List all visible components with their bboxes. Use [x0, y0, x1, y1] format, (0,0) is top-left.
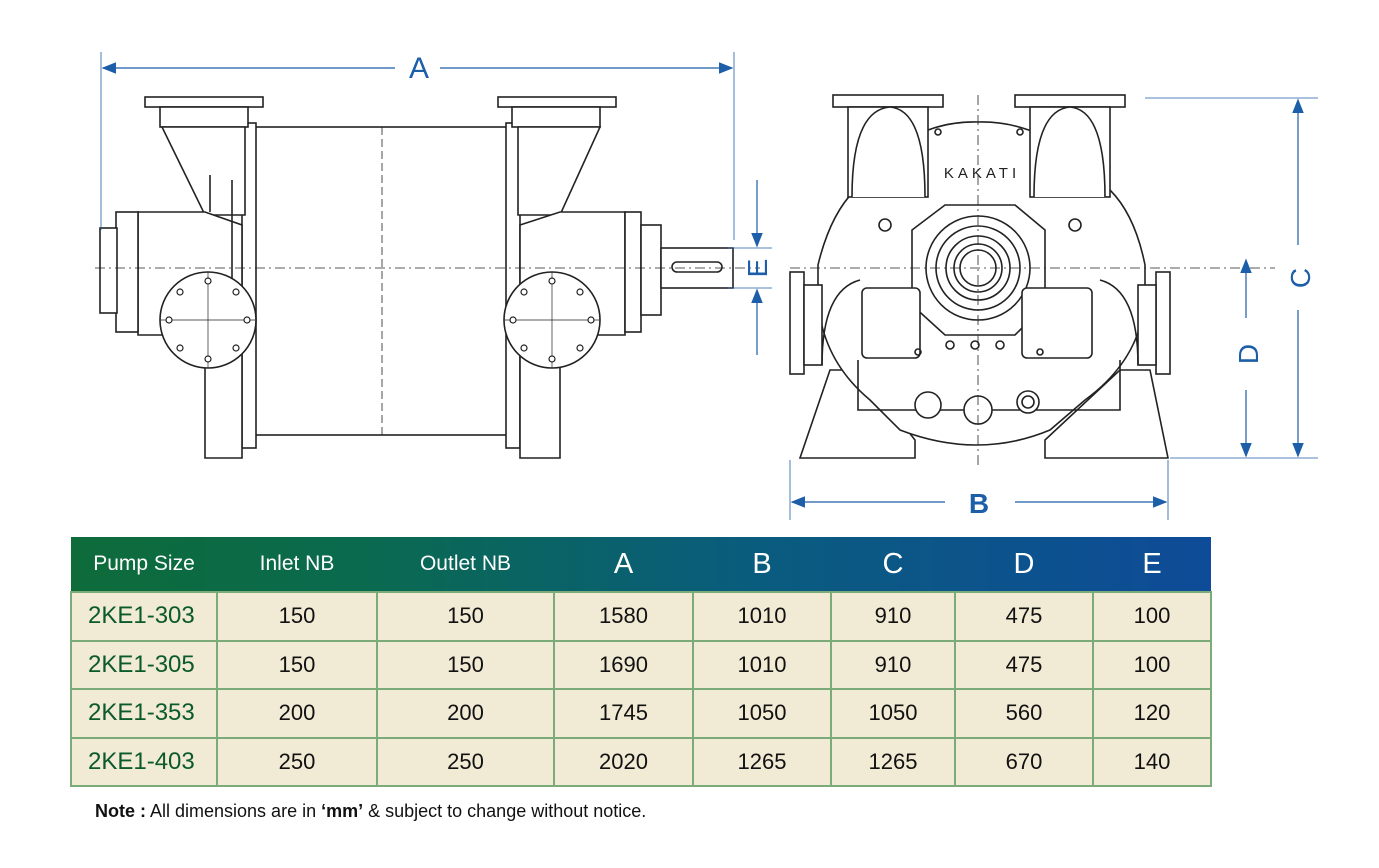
cell-a: 1580 [553, 591, 694, 642]
dimension-b: B [789, 460, 1169, 520]
cell-e: 100 [1092, 639, 1212, 690]
table-row: 2KE1-305 150 150 1690 1010 910 475 100 [70, 639, 1212, 690]
header-outlet-nb: Outlet NB [419, 552, 512, 575]
table-row: 2KE1-403 250 250 2020 1265 1265 670 140 [70, 736, 1212, 787]
dimension-label-a: A [409, 52, 429, 85]
cell-c: 1050 [830, 688, 956, 739]
cell-a: 2020 [553, 736, 694, 787]
cell-inlet-nb: 150 [216, 639, 378, 690]
cell-b: 1265 [692, 736, 832, 787]
cell-inlet-nb: 200 [216, 688, 378, 739]
note-text-before: All dimensions are in [146, 801, 322, 821]
cell-e: 120 [1092, 688, 1212, 739]
cell-c: 910 [830, 639, 956, 690]
pump-dimension-drawing: A E [95, 52, 1318, 520]
cell-e: 100 [1092, 591, 1212, 642]
dimension-label-d: D [1233, 344, 1264, 364]
cell-c: 910 [830, 591, 956, 642]
cell-e: 140 [1092, 736, 1212, 787]
cell-outlet-nb: 150 [376, 639, 555, 690]
note-unit: ‘mm’ [321, 801, 364, 821]
cell-d: 475 [954, 639, 1094, 690]
cell-pump-size: 2KE1-353 [70, 688, 218, 739]
cell-inlet-nb: 250 [216, 736, 378, 787]
dimension-c: C [1145, 97, 1318, 459]
cell-pump-size: 2KE1-403 [70, 736, 218, 787]
bolt-holes [165, 277, 595, 363]
cell-a: 1745 [553, 688, 694, 739]
header-c: C [882, 547, 904, 580]
header-a: A [613, 547, 634, 580]
table-row: 2KE1-353 200 200 1745 1050 1050 560 120 [70, 688, 1212, 739]
dimension-e: E [728, 180, 773, 355]
header-pump-size: Pump Size [93, 552, 195, 575]
cell-b: 1050 [692, 688, 832, 739]
note-label: Note : [95, 801, 146, 821]
header-d: D [1013, 547, 1035, 580]
dimension-label-c: C [1285, 268, 1316, 288]
header-b: B [752, 547, 772, 580]
cell-pump-size: 2KE1-303 [70, 591, 218, 642]
cell-b: 1010 [692, 591, 832, 642]
header-inlet-nb: Inlet NB [259, 552, 335, 575]
brand-label: KAKATI [944, 165, 1020, 182]
cell-c: 1265 [830, 736, 956, 787]
dimension-a: A [100, 52, 735, 240]
cell-outlet-nb: 250 [376, 736, 555, 787]
note-text-after: & subject to change without notice. [363, 801, 647, 821]
cell-d: 475 [954, 591, 1094, 642]
cell-b: 1010 [692, 639, 832, 690]
cell-pump-size: 2KE1-305 [70, 639, 218, 690]
front-view [789, 94, 1275, 468]
dimension-label-b: B [969, 488, 989, 519]
dimension-table: Pump Size Inlet NB Outlet NB A B C D E 2… [70, 537, 1212, 787]
dimension-label-e: E [742, 259, 773, 278]
header-e: E [1142, 547, 1162, 580]
cell-d: 670 [954, 736, 1094, 787]
cell-a: 1690 [553, 639, 694, 690]
cell-outlet-nb: 150 [376, 591, 555, 642]
cell-d: 560 [954, 688, 1094, 739]
table-row: 2KE1-303 150 150 1580 1010 910 475 100 [70, 591, 1212, 642]
table-header-row: Pump Size Inlet NB Outlet NB A B C D E [71, 537, 1211, 592]
cell-inlet-nb: 150 [216, 591, 378, 642]
cell-outlet-nb: 200 [376, 688, 555, 739]
dimension-d: D [1233, 258, 1264, 458]
side-view [95, 96, 760, 459]
footnote: Note : All dimensions are in ‘mm’ & subj… [95, 801, 646, 822]
